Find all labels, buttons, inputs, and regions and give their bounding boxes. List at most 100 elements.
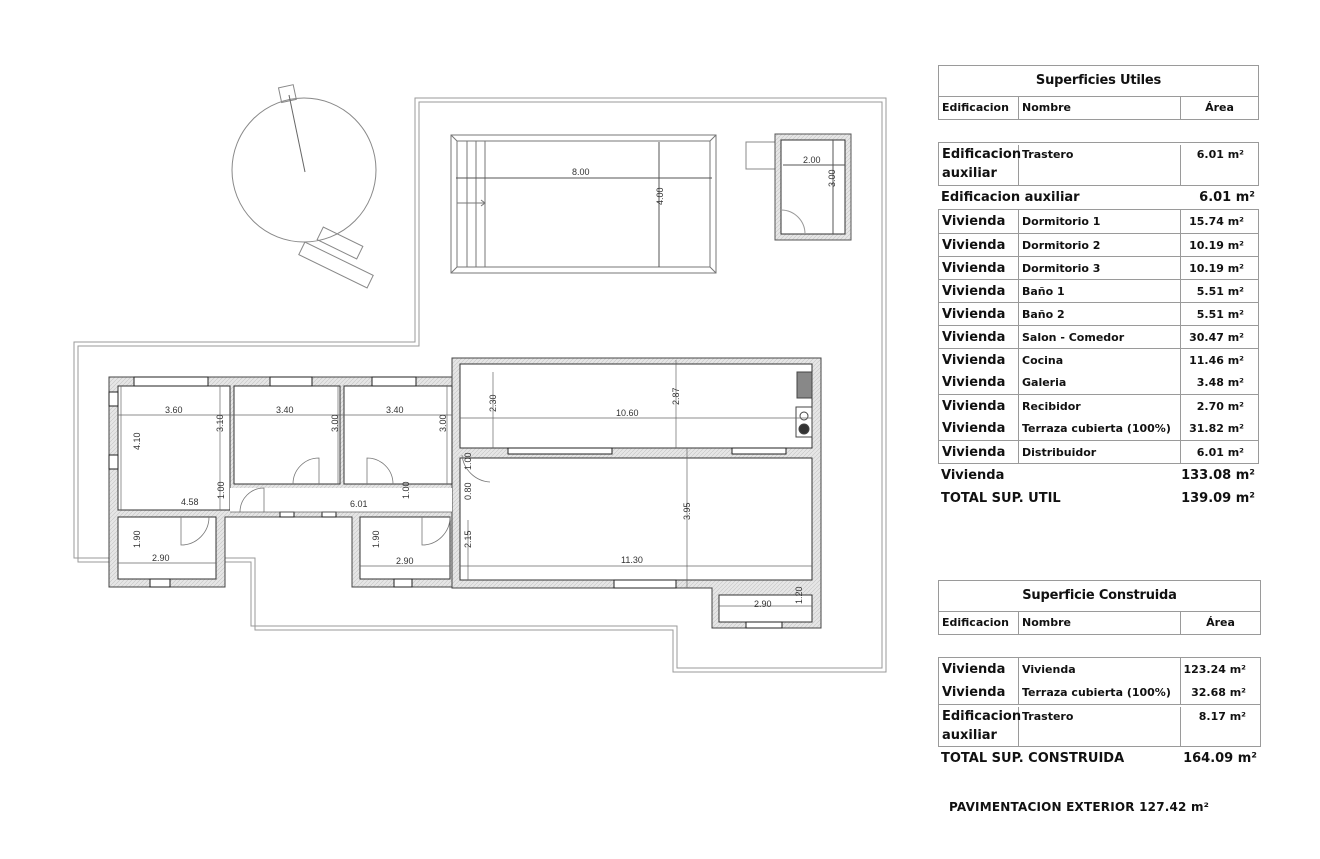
cell-nombre: Dormitorio 2 (1019, 234, 1181, 256)
paving-boundary (73, 97, 887, 673)
kitchen-fixtures (795, 371, 813, 438)
svg-text:1.00: 1.00 (463, 452, 473, 470)
construida-header-box: Superficie Construida Edificacion Nombre… (938, 580, 1261, 635)
round-table-icon (231, 84, 377, 243)
pool-width-label: 4.00 (655, 187, 665, 205)
cell-edificacion: Vivienda (939, 257, 1019, 279)
aux-subtotal-label: Edificacion auxiliar (941, 190, 1080, 205)
svg-text:0.80: 0.80 (463, 482, 473, 500)
svg-text:1.90: 1.90 (132, 530, 142, 548)
aux-subtotal-area: 6.01 m² (1199, 190, 1255, 205)
cell-edificacion: Vivienda (939, 441, 1019, 463)
room-distribuidor (230, 488, 452, 512)
storage-width-label: 2.00 (803, 155, 821, 165)
cell-nombre: Baño 1 (1019, 280, 1181, 302)
table-row: Edificacion auxiliar Trastero 6.01 m² (939, 143, 1258, 185)
svg-text:3.10: 3.10 (215, 414, 225, 432)
storage-depth-label: 3.00 (827, 169, 837, 187)
cell-edificacion: Vivienda (939, 280, 1019, 302)
room-terraza-cubierta (459, 363, 813, 449)
cell-edificacion: Vivienda (939, 417, 1019, 440)
svg-text:1.00: 1.00 (401, 481, 411, 499)
room-dormitorio-2 (233, 385, 341, 485)
superficies-utiles-table: Superficies Utiles Edificacion Nombre Ár… (938, 65, 1259, 510)
svg-text:3.00: 3.00 (438, 414, 448, 432)
cell-area: 2.70 m² (1196, 400, 1244, 413)
svg-text:3.60: 3.60 (165, 405, 183, 415)
cell-area: 5.51 m² (1196, 285, 1244, 298)
svg-text:3.40: 3.40 (276, 405, 294, 415)
col-area: Área (1205, 101, 1234, 114)
cell-nombre: Baño 2 (1019, 303, 1181, 325)
cell-edificacion: Vivienda (939, 349, 1019, 371)
swimming-pool (450, 134, 717, 274)
vivienda-subtotal-area: 133.08 m² (1181, 468, 1255, 483)
cell-edificacion: Vivienda (939, 210, 1019, 233)
dimension-lines (118, 360, 812, 607)
cell-area: 5.51 m² (1196, 308, 1244, 321)
cell-area: 11.46 m² (1189, 354, 1244, 367)
table-row: Vivienda Galeria 3.48 m² (939, 371, 1258, 394)
cell-nombre: Terraza cubierta (100%) (1019, 417, 1181, 440)
vivienda-subtotal-label: Vivienda (941, 468, 1005, 483)
cell-area: 6.01 m² (1196, 446, 1244, 459)
cell-area: 6.01 m² (1196, 148, 1244, 161)
cell-area: 8.17 m² (1198, 710, 1246, 723)
storage-room (745, 133, 852, 241)
cell-edificacion: Edificacion auxiliar (939, 145, 1021, 185)
room-dormitorio-3 (343, 385, 453, 485)
cell-nombre: Distribuidor (1019, 441, 1181, 463)
col-area: Área (1206, 616, 1235, 629)
cell-edificacion: Vivienda (939, 681, 1019, 704)
table-row: Vivienda Recibidor 2.70 m² (939, 394, 1258, 417)
cell-edificacion: Vivienda (939, 234, 1019, 256)
table-row: Vivienda Baño 1 5.51 m² (939, 279, 1258, 302)
cell-nombre: Cocina (1019, 349, 1181, 371)
total-construida-area: 164.09 m² (1183, 751, 1257, 766)
table-row: Vivienda Terraza cubierta (100%) 32.68 m… (939, 681, 1260, 704)
cell-area: 31.82 m² (1189, 422, 1244, 435)
cell-area: 10.19 m² (1189, 262, 1244, 275)
table-row: Vivienda Terraza cubierta (100%) 31.82 m… (939, 417, 1258, 440)
utiles-header-box: Superficies Utiles Edificacion Nombre Ár… (938, 65, 1259, 120)
cell-nombre: Trastero (1019, 145, 1181, 185)
cell-edificacion: Vivienda (939, 658, 1019, 681)
svg-text:3.00: 3.00 (330, 414, 340, 432)
svg-text:3.40: 3.40 (386, 405, 404, 415)
cell-edificacion: Vivienda (939, 395, 1019, 417)
svg-text:2.90: 2.90 (754, 599, 772, 609)
superficie-construida-table: Superficie Construida Edificacion Nombre… (938, 580, 1261, 770)
table-row: Vivienda Dormitorio 2 10.19 m² (939, 233, 1258, 256)
cell-nombre: Recibidor (1019, 395, 1181, 417)
table-row: Vivienda Distribuidor 6.01 m² (939, 440, 1258, 463)
total-util-area: 139.09 m² (1181, 491, 1255, 506)
col-nombre: Nombre (1019, 612, 1181, 634)
svg-text:2.90: 2.90 (396, 556, 414, 566)
room-interiors (117, 363, 813, 623)
table-row: Vivienda Salon - Comedor 30.47 m² (939, 325, 1258, 348)
cell-area: 30.47 m² (1189, 331, 1244, 344)
cell-area: 32.68 m² (1191, 686, 1246, 699)
vivienda-subtotal-row: Vivienda 133.08 m² (938, 464, 1259, 487)
construida-title: Superficie Construida (939, 581, 1260, 612)
cell-nombre: Galeria (1019, 371, 1181, 394)
cell-area: 15.74 m² (1189, 215, 1244, 228)
cell-nombre: Dormitorio 3 (1019, 257, 1181, 279)
svg-text:4.10: 4.10 (132, 432, 142, 450)
utiles-column-headers: Edificacion Nombre Área (939, 97, 1258, 119)
cell-area: 3.48 m² (1196, 376, 1244, 389)
aux-subtotal-row: Edificacion auxiliar 6.01 m² (938, 186, 1259, 209)
construida-column-headers: Edificacion Nombre Área (939, 612, 1260, 634)
room-dormitorio-1 (117, 385, 231, 511)
svg-text:1.20: 1.20 (794, 586, 804, 604)
table-row: Vivienda Vivienda 123.24 m² (939, 658, 1260, 681)
construida-rows-box: Vivienda Vivienda 123.24 m² Vivienda Ter… (938, 657, 1261, 747)
utiles-title: Superficies Utiles (939, 66, 1258, 97)
cell-edificacion: Vivienda (939, 303, 1019, 325)
cell-edificacion: Edificacion auxiliar (939, 707, 1021, 746)
svg-text:3.95: 3.95 (682, 502, 692, 520)
total-construida-row: TOTAL SUP. CONSTRUIDA 164.09 m² (938, 747, 1261, 770)
col-nombre: Nombre (1019, 97, 1181, 119)
svg-text:4.58: 4.58 (181, 497, 199, 507)
total-construida-label: TOTAL SUP. CONSTRUIDA (941, 751, 1125, 766)
